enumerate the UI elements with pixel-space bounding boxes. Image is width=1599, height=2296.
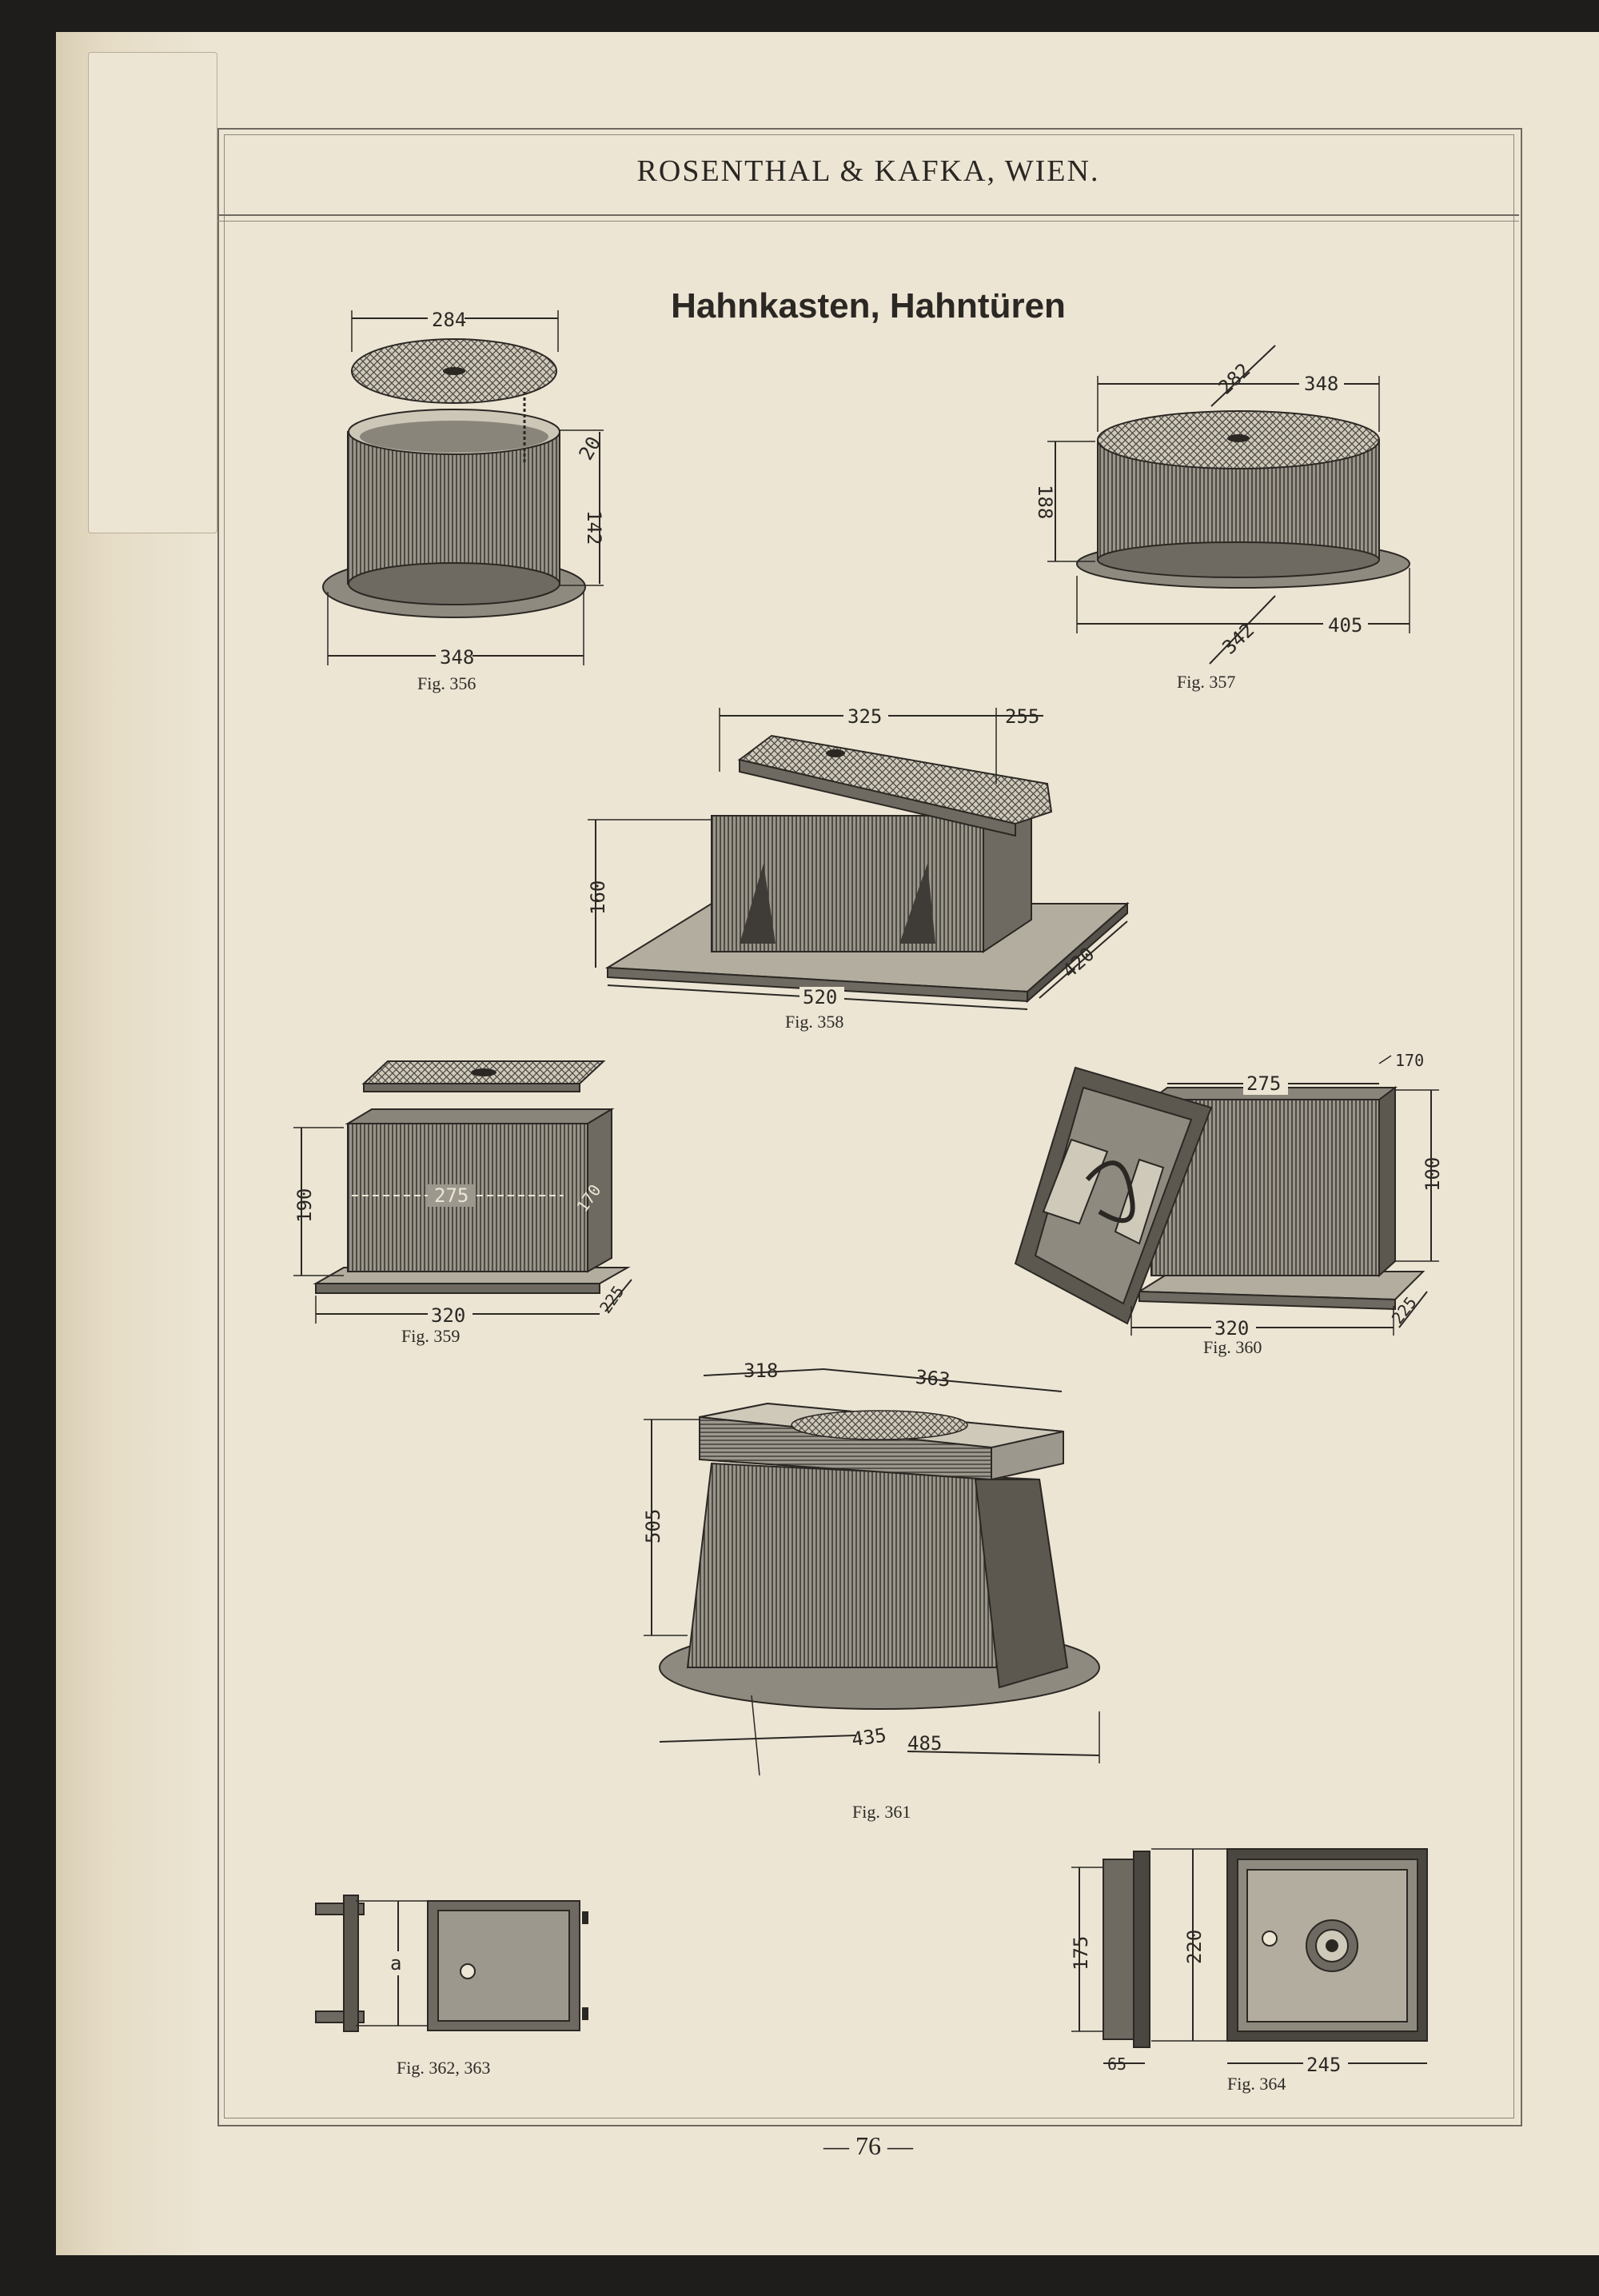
dim-text: 282 [1214, 359, 1255, 399]
dim-text: 348 [1304, 373, 1338, 395]
caption-fig-357: Fig. 357 [1177, 672, 1236, 692]
firm-header: ROSENTHAL & KAFKA, WIEN. [636, 154, 1100, 188]
page-title: Hahnkasten, Hahntüren [671, 286, 1066, 325]
dim-text: a [390, 1952, 401, 1975]
dim-text: 170 [1395, 1051, 1424, 1070]
caption-fig-358: Fig. 358 [785, 1012, 844, 1032]
folded-tab [88, 52, 217, 533]
header-rule-inner [217, 221, 1519, 222]
page-frame-inner [224, 134, 1514, 2118]
dim-text: 505 [642, 1509, 664, 1543]
caption-fig-361: Fig. 361 [852, 1802, 911, 1822]
header-rule [217, 214, 1519, 216]
caption-fig-359: Fig. 359 [401, 1326, 461, 1346]
dim-text: 275 [1246, 1072, 1281, 1095]
figure-359: 275 170 190 320 225 [293, 1060, 632, 1327]
dim-text: 520 [803, 986, 837, 1008]
dim-text: 100 [1422, 1157, 1444, 1192]
dim-text: 320 [431, 1304, 465, 1327]
page-frame [217, 128, 1522, 2126]
figure-356: 284 20 142 348 [322, 309, 606, 669]
caption-fig-362-363: Fig. 362, 363 [397, 2058, 491, 2078]
figure-358: 325 255 160 520 420 [587, 705, 1130, 1010]
dim-text: 348 [440, 646, 474, 669]
dim-text: 405 [1328, 614, 1362, 637]
dim-text: 225 [596, 1282, 628, 1316]
dim-text: 284 [432, 309, 466, 331]
dim-text: 245 [1306, 2054, 1341, 2076]
dim-text: 363 [915, 1366, 951, 1392]
dim-text: 275 [434, 1184, 469, 1207]
dim-text: 160 [587, 880, 609, 915]
figure-361: 318 363 505 435 485 [642, 1360, 1100, 1776]
dim-text: 220 [1183, 1930, 1206, 1964]
figure-357: 348 282 188 405 342 [1034, 345, 1410, 665]
dim-text: 188 [1034, 485, 1056, 519]
dim-text: 142 [583, 510, 605, 545]
dim-text: 65 [1107, 2054, 1126, 2074]
dim-text: 255 [1005, 705, 1039, 728]
dim-text: 190 [293, 1188, 316, 1223]
page-number: — 76 — [823, 2131, 913, 2160]
figure-360: 275 170 100 320 225 [1014, 1051, 1444, 1340]
caption-fig-356: Fig. 356 [417, 673, 477, 693]
dim-text: 175 [1070, 1936, 1092, 1971]
dim-text: 318 [744, 1360, 778, 1382]
dim-text: 320 [1214, 1317, 1249, 1340]
caption-fig-360: Fig. 360 [1203, 1337, 1262, 1357]
caption-fig-364: Fig. 364 [1227, 2074, 1286, 2094]
dim-text: 325 [847, 705, 882, 728]
dim-text: 435 [851, 1724, 888, 1751]
dim-text: 342 [1218, 619, 1259, 659]
figure-362-363: a [315, 1895, 588, 2032]
dim-text: 485 [907, 1732, 942, 1755]
dim-text: 20 [575, 433, 606, 464]
figure-364: 175 220 65 245 [1070, 1848, 1428, 2076]
